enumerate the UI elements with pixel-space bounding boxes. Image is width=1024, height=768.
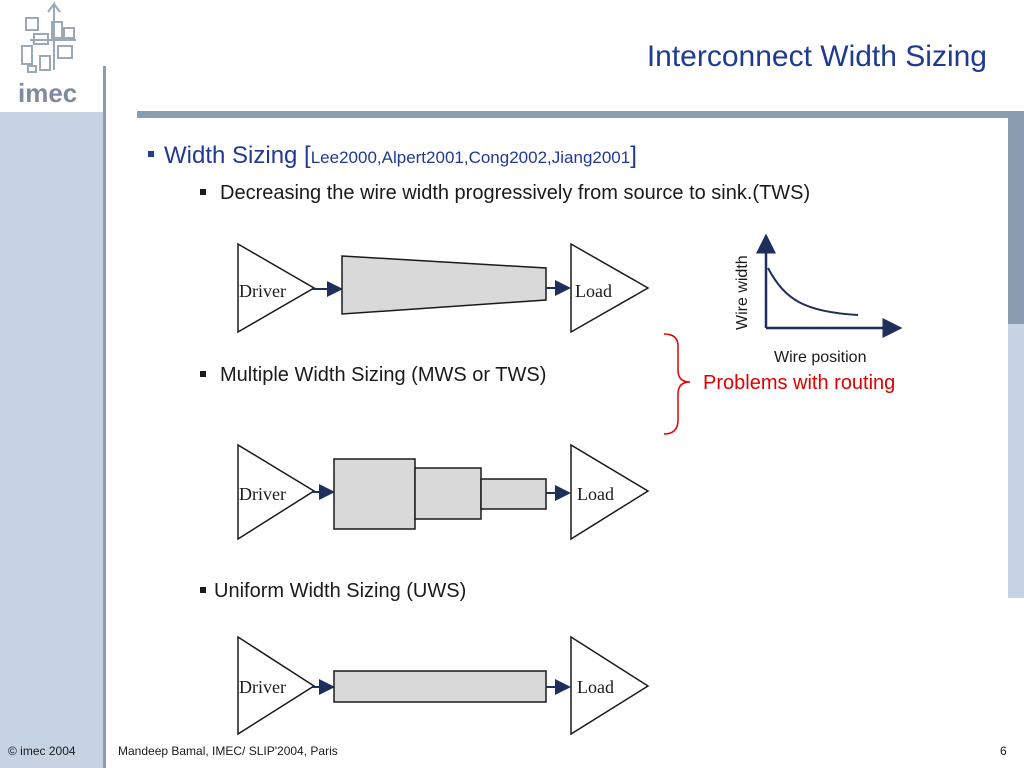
right-edge-bar-light [1008, 324, 1024, 598]
header-rule [137, 111, 1024, 118]
sidebar-band [0, 0, 103, 768]
sub-bullet-tws: Decreasing the wire width progressively … [200, 182, 810, 205]
driver-label: Driver [239, 677, 286, 697]
load-label: Load [577, 677, 614, 697]
bullet-square-icon [148, 150, 154, 157]
wire-segment-wide [333, 458, 416, 530]
bullet-refs: Lee2000,Alpert2001,Cong2002,Jiang2001 [310, 148, 631, 167]
load-triangle [570, 242, 650, 334]
graph-xlabel: Wire position [774, 349, 866, 366]
wire-uniform [333, 670, 547, 703]
logo-text: imec [18, 78, 78, 108]
graph-curve [767, 267, 859, 316]
page-number: 6 [1000, 744, 1007, 758]
sidebar-edge [103, 66, 106, 768]
mws-diagram: Driver Load [237, 443, 650, 541]
load-label: Load [575, 281, 612, 301]
load-label: Load [577, 484, 614, 504]
load-triangle [570, 635, 650, 736]
bullet-square-icon [200, 370, 206, 377]
footer-copyright: © imec 2004 [8, 744, 76, 758]
footer-author: Mandeep Bamal, IMEC/ SLIP'2004, Paris [118, 744, 338, 758]
width-position-graph: Wire width Wire position [734, 233, 903, 366]
bullet-label: Width Sizing [ [164, 142, 311, 169]
wire-segment-narrow [480, 478, 547, 510]
driver-triangle [237, 443, 316, 541]
graph-ylabel: Wire width [734, 255, 751, 330]
bullet-square-icon [200, 586, 206, 593]
bullet-square-icon [200, 188, 206, 195]
tapered-wire [341, 255, 547, 315]
driver-triangle [237, 635, 316, 736]
driver-label: Driver [239, 484, 286, 504]
load-triangle [570, 443, 650, 541]
sub-bullet-mws: Multiple Width Sizing (MWS or TWS) [200, 364, 546, 387]
right-edge-bar [1008, 118, 1024, 324]
driver-label: Driver [239, 281, 286, 301]
imec-logo-icon [21, 0, 76, 73]
problems-note: Problems with routing [703, 372, 896, 394]
driver-triangle [237, 242, 316, 334]
sub-bullet-uws: Uniform Width Sizing (UWS) [200, 580, 466, 603]
sub-bullet-uws-text: Uniform Width Sizing (UWS) [214, 580, 467, 602]
wire-segment-medium [414, 467, 482, 520]
tws-diagram: Driver Load [237, 242, 650, 334]
logo-area: imec [0, 0, 103, 112]
red-brace-icon [663, 333, 691, 435]
sub-bullet-tws-text: Decreasing the wire width progressively … [220, 182, 811, 204]
sub-bullet-mws-text: Multiple Width Sizing (MWS or TWS) [220, 364, 547, 386]
page-title: Interconnect Width Sizing [646, 40, 987, 73]
uws-diagram: Driver Load [237, 635, 650, 736]
bullet-close: ] [630, 142, 637, 169]
main-bullet: Width Sizing [Lee2000,Alpert2001,Cong200… [148, 142, 637, 170]
